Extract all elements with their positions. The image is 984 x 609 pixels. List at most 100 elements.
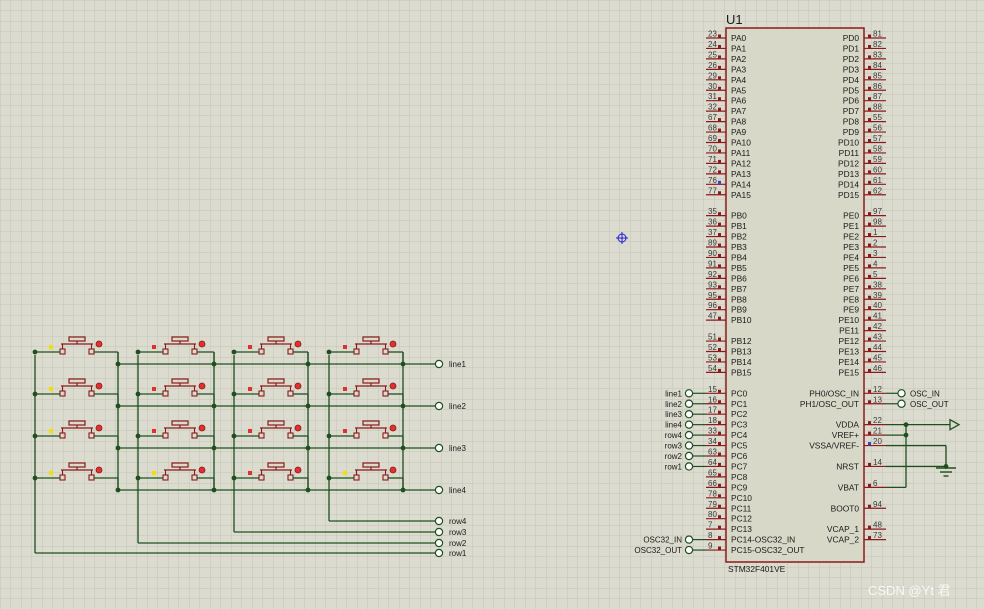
push-button-r1c2[interactable]: [152, 336, 206, 355]
net-terminal-icon[interactable]: [684, 545, 694, 555]
net-terminal-icon[interactable]: [434, 485, 444, 495]
net-terminal-icon[interactable]: [684, 535, 694, 544]
push-button-r3c4[interactable]: [343, 420, 397, 439]
net-terminal-icon[interactable]: [897, 389, 906, 398]
net-terminal-icon[interactable]: [897, 399, 906, 408]
push-button-r1c1[interactable]: [49, 336, 103, 355]
chip-body[interactable]: [725, 27, 865, 563]
net-terminal-icon[interactable]: [684, 441, 694, 450]
net-terminal-icon[interactable]: [434, 443, 444, 453]
push-button-r1c3[interactable]: [248, 336, 302, 355]
net-terminal-icon[interactable]: [684, 451, 694, 461]
push-button-r2c4[interactable]: [343, 378, 397, 397]
push-button-r3c1[interactable]: [49, 420, 103, 439]
push-button-r2c1[interactable]: [49, 378, 103, 397]
net-terminal-icon[interactable]: [684, 410, 694, 419]
net-terminal-icon[interactable]: [434, 548, 444, 558]
push-button-r4c3[interactable]: [248, 462, 302, 481]
net-terminal-icon[interactable]: [684, 399, 694, 408]
power-terminal-icon[interactable]: [949, 418, 961, 431]
net-terminal-icon[interactable]: [434, 359, 444, 369]
net-terminal-icon[interactable]: [434, 538, 444, 548]
net-terminal-icon[interactable]: [434, 401, 444, 411]
push-button-r2c2[interactable]: [152, 378, 206, 397]
net-terminal-icon[interactable]: [684, 462, 694, 471]
net-terminal-icon[interactable]: [434, 516, 444, 526]
